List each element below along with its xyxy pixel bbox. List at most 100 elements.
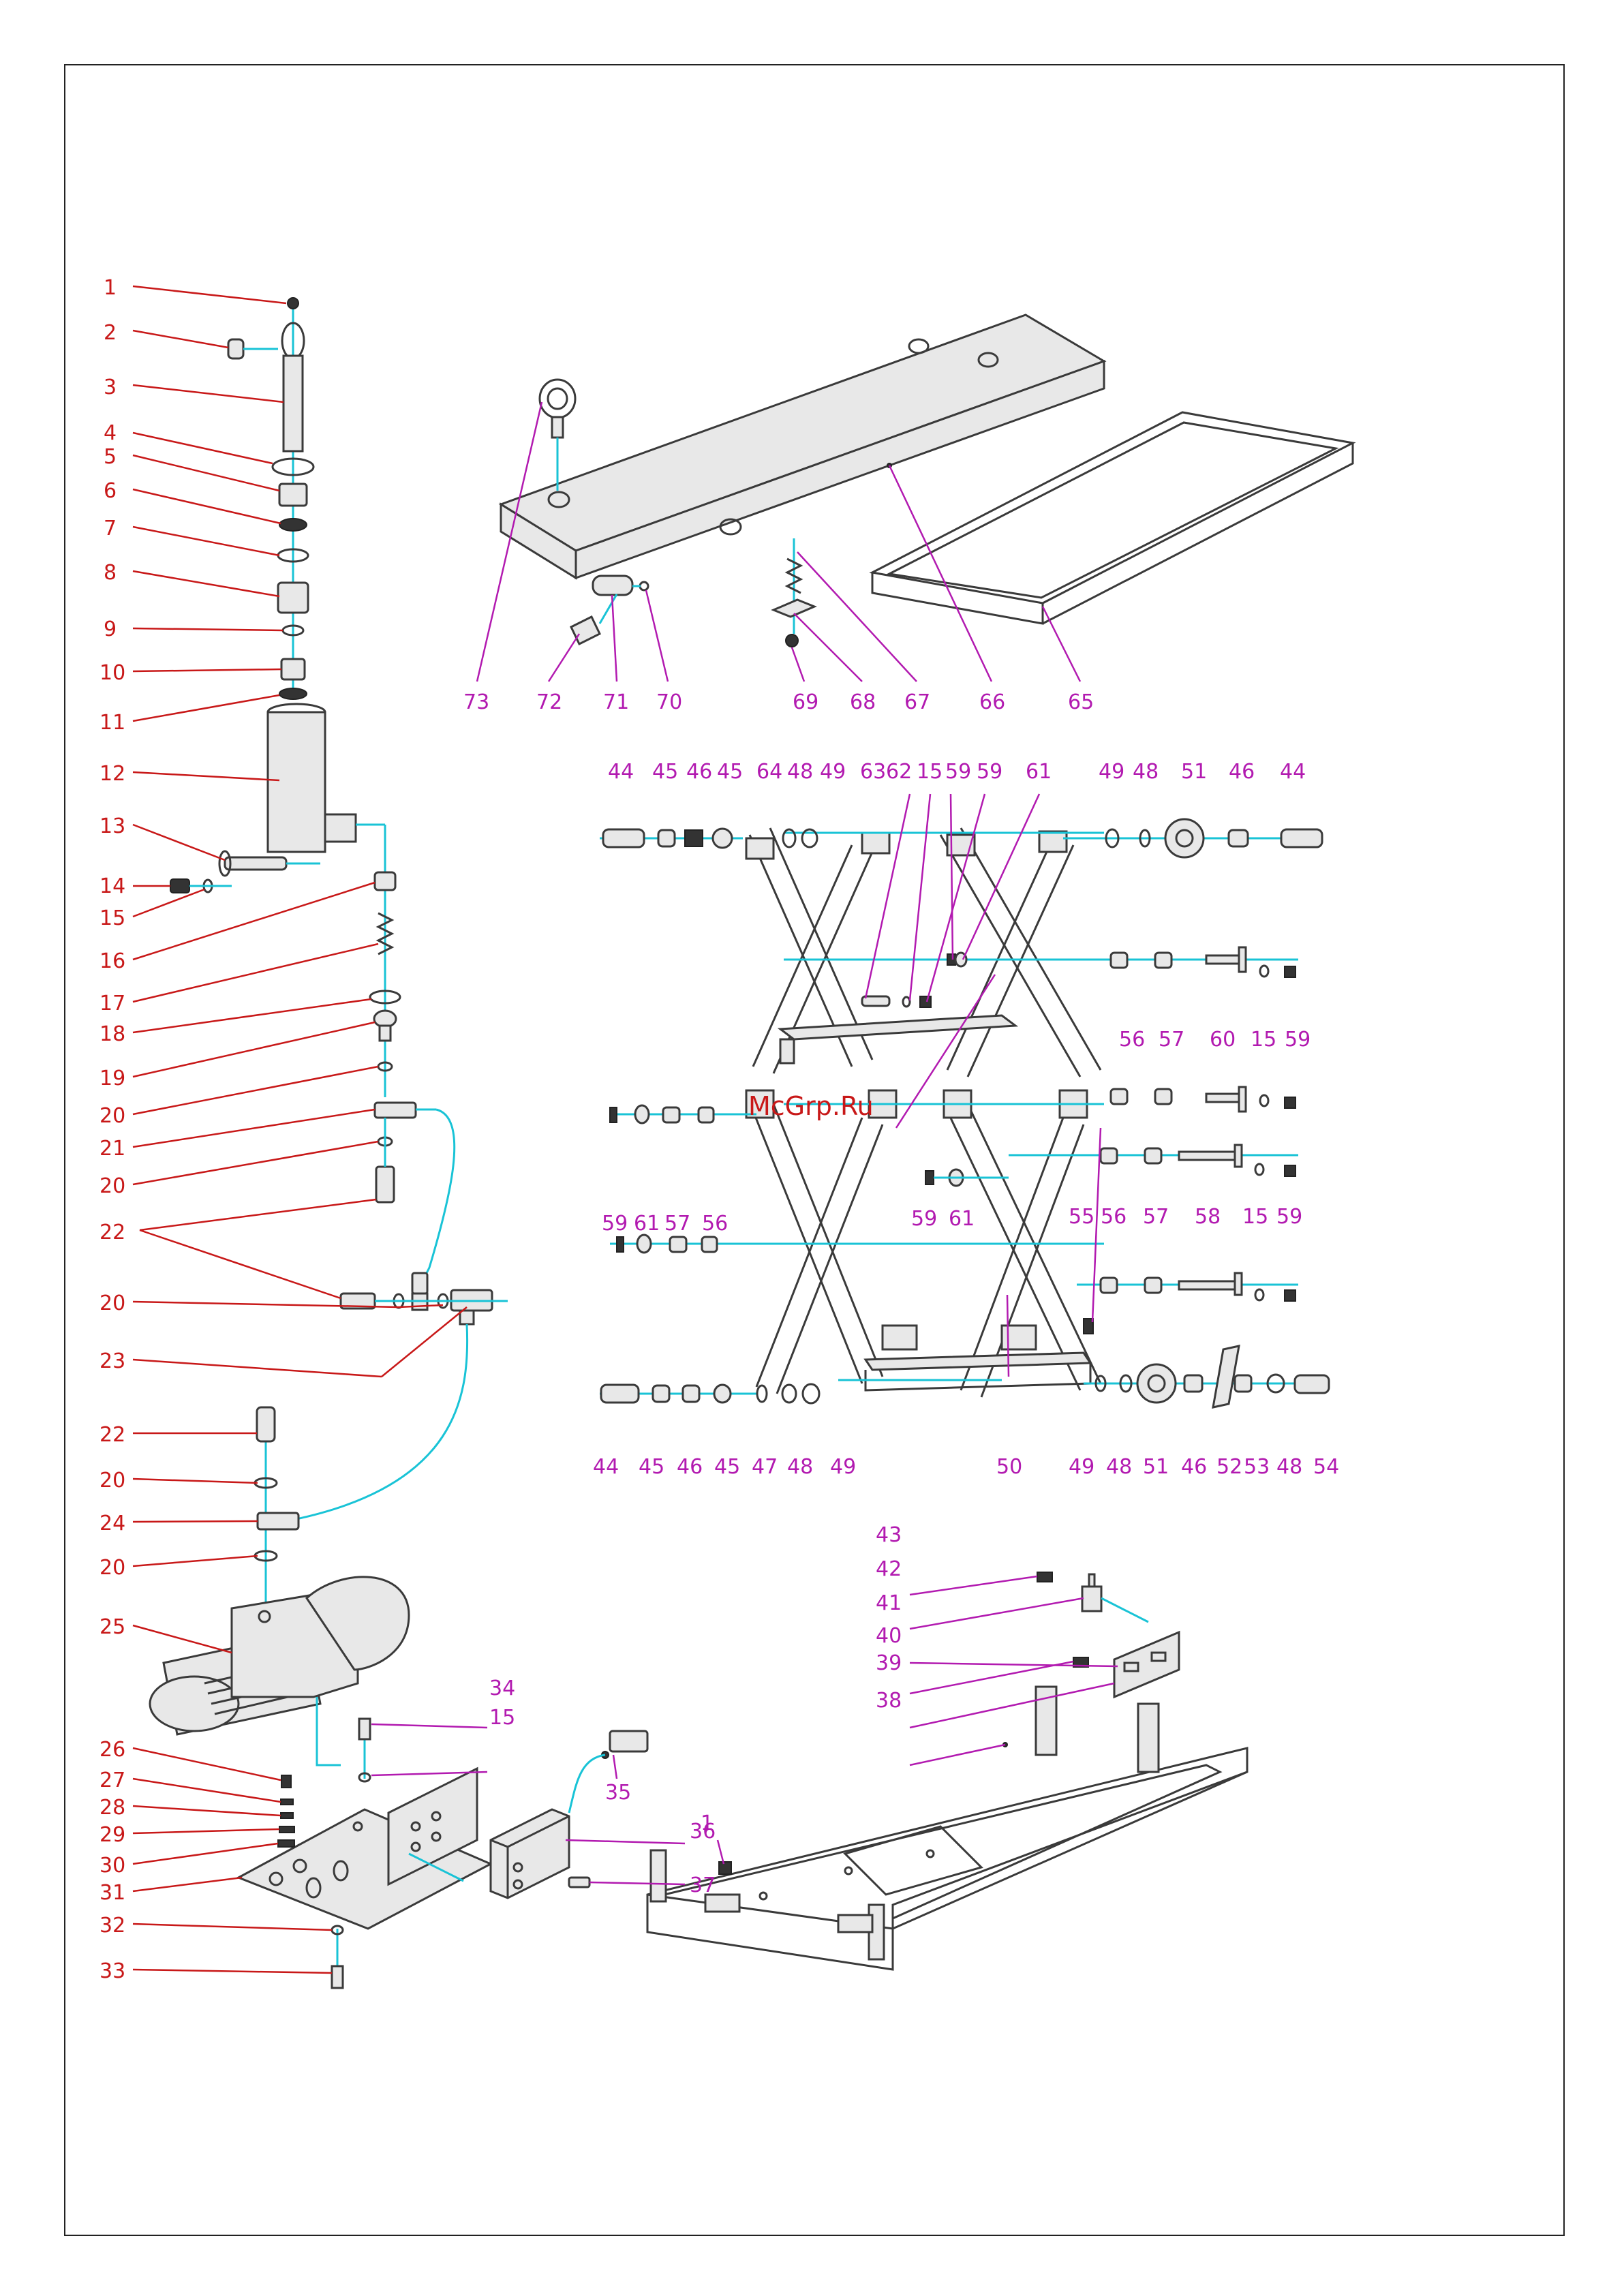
part-screw-43 bbox=[1037, 1572, 1053, 1582]
part-washer-15b bbox=[358, 1772, 371, 1783]
part-nut-69 bbox=[785, 634, 799, 647]
part-number-label: 23 bbox=[99, 1349, 125, 1373]
part-bolt-34 bbox=[358, 1717, 371, 1741]
part-number-label: 25 bbox=[99, 1615, 125, 1639]
leader-lines-right bbox=[371, 401, 1118, 1886]
part-number-label: 59 bbox=[602, 1212, 628, 1236]
part-number-label: 53 bbox=[1244, 1455, 1270, 1479]
part-number-label: 24 bbox=[99, 1512, 125, 1535]
part-number-label: 1 bbox=[701, 1811, 714, 1835]
part-number-label: 61 bbox=[949, 1207, 975, 1231]
part-number-label: 57 bbox=[1159, 1028, 1184, 1052]
part-number-label: 72 bbox=[536, 690, 562, 714]
part-number-label: 14 bbox=[99, 874, 125, 898]
part-seal-11 bbox=[279, 688, 307, 700]
part-nut-10 bbox=[280, 658, 306, 681]
part-number-label: 9 bbox=[104, 617, 117, 641]
part-number-label: 7 bbox=[104, 517, 117, 540]
part-number-label: 38 bbox=[876, 1689, 902, 1713]
part-number-label: 49 bbox=[1099, 760, 1124, 784]
part-number-label: 69 bbox=[793, 690, 818, 714]
part-piston-8 bbox=[277, 581, 309, 614]
part-number-label: 35 bbox=[605, 1781, 631, 1805]
motor-pump-assembly bbox=[149, 1576, 649, 1989]
part-number-label: 47 bbox=[752, 1455, 778, 1479]
part-number-label: 5 bbox=[104, 445, 117, 469]
part-pin-head-13 bbox=[218, 850, 232, 877]
part-spring-67 bbox=[784, 557, 803, 594]
part-washer-27 bbox=[280, 1798, 294, 1805]
part-number-label: 3 bbox=[104, 376, 117, 399]
part-number-label: 50 bbox=[996, 1455, 1022, 1479]
part-number-label: 56 bbox=[1101, 1205, 1127, 1229]
part-number-label: 48 bbox=[1106, 1455, 1132, 1479]
part-number-label: 57 bbox=[1143, 1205, 1169, 1229]
part-adapter-22e bbox=[256, 1406, 276, 1443]
part-number-label: 62 bbox=[886, 760, 912, 784]
part-number-label: 15 bbox=[1242, 1205, 1268, 1229]
part-bolt-26 bbox=[281, 1775, 292, 1788]
part-number-label: 28 bbox=[99, 1796, 125, 1820]
part-number-label: 51 bbox=[1143, 1455, 1169, 1479]
part-number-label: 20 bbox=[99, 1291, 125, 1315]
part-rod-3 bbox=[282, 354, 304, 453]
part-port-12 bbox=[324, 813, 357, 843]
part-number-label: 44 bbox=[593, 1455, 619, 1479]
part-plate-68 bbox=[771, 598, 817, 618]
part-number-label: 39 bbox=[876, 1651, 902, 1675]
part-number-label: 59 bbox=[1276, 1205, 1302, 1229]
part-number-label: 10 bbox=[99, 661, 125, 685]
part-number-label: 42 bbox=[876, 1557, 902, 1581]
part-number-label: 61 bbox=[634, 1212, 660, 1236]
part-number-label: 15 bbox=[1251, 1028, 1276, 1052]
side-pins bbox=[609, 946, 1298, 1334]
part-table-66 bbox=[498, 313, 1107, 552]
part-number-label: 73 bbox=[463, 690, 489, 714]
part-number-label: 21 bbox=[99, 1137, 125, 1161]
part-number-label: 2 bbox=[104, 321, 117, 345]
part-pin-2 bbox=[227, 338, 245, 360]
part-number-label: 22 bbox=[99, 1221, 125, 1244]
part-pin-13 bbox=[224, 856, 288, 871]
part-number-label: 29 bbox=[99, 1823, 125, 1847]
part-number-label: 46 bbox=[686, 760, 712, 784]
part-number-label: 49 bbox=[820, 760, 846, 784]
part-number-label: 48 bbox=[1276, 1455, 1302, 1479]
part-ring-4 bbox=[271, 457, 315, 476]
part-block-42 bbox=[1081, 1585, 1103, 1612]
part-washer-28 bbox=[280, 1812, 294, 1819]
platform-assembly bbox=[498, 313, 1356, 647]
page-frame bbox=[64, 64, 1565, 2236]
leader-lines-left bbox=[132, 285, 468, 1974]
part-motor-end-25 bbox=[149, 1675, 240, 1732]
part-number-label: 15 bbox=[99, 906, 125, 930]
part-number-label: 55 bbox=[1069, 1205, 1094, 1229]
part-number-label: 8 bbox=[104, 561, 117, 585]
part-number-label: 68 bbox=[850, 690, 876, 714]
part-fitting-21 bbox=[373, 1101, 417, 1119]
part-pin-70 bbox=[639, 581, 649, 592]
part-number-label: 20 bbox=[99, 1556, 125, 1580]
part-connector-22c bbox=[411, 1272, 429, 1295]
part-plate-41 bbox=[1113, 1630, 1180, 1699]
part-number-label: 48 bbox=[787, 760, 813, 784]
bottom-row-hardware bbox=[600, 1345, 1330, 1409]
part-number-label: 45 bbox=[652, 760, 678, 784]
part-number-label: 26 bbox=[99, 1738, 125, 1762]
part-number-label: 60 bbox=[1210, 1028, 1236, 1052]
part-number-label: 48 bbox=[1133, 760, 1159, 784]
part-number-label: 71 bbox=[603, 690, 629, 714]
cylinder-assembly bbox=[170, 297, 508, 1619]
part-number-label: 22 bbox=[99, 1423, 125, 1447]
part-number-label: 15 bbox=[489, 1706, 515, 1730]
part-number-label: 45 bbox=[714, 1455, 740, 1479]
part-number-label: 36 bbox=[690, 1820, 716, 1843]
part-number-label: 19 bbox=[99, 1067, 125, 1090]
part-screw-14 bbox=[170, 878, 190, 893]
part-number-label: 20 bbox=[99, 1174, 125, 1198]
part-roller-71 bbox=[592, 575, 634, 596]
part-number-label: 54 bbox=[1313, 1455, 1339, 1479]
